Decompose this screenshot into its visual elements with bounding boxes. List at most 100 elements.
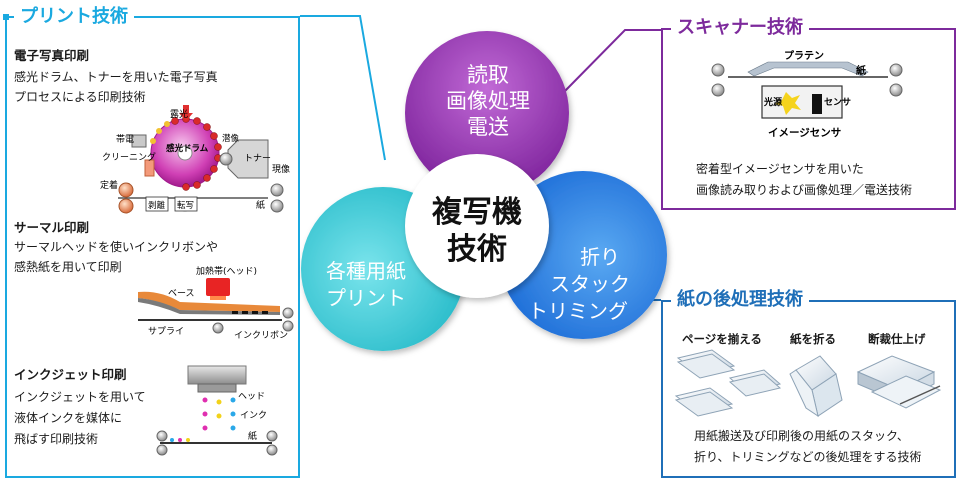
inkjet-roller-2-icon (156, 444, 168, 456)
label-light: 光源 (763, 96, 782, 108)
thermal-illustration (138, 278, 294, 334)
electro-feed-roller-1-icon (270, 183, 284, 197)
inkjet-illustration (156, 365, 278, 456)
thermal-desc-1: サーマルヘッドを使いインクリボンや (14, 240, 219, 254)
read-label-2: 画像処理 (446, 89, 530, 113)
scanner-desc-1: 密着型イメージセンサを用いた (696, 162, 864, 176)
paper-label-2: プリント (326, 286, 406, 310)
platen-glass (747, 61, 869, 77)
thermal-roller-3-icon (212, 322, 224, 334)
develop-roller-icon (219, 152, 233, 166)
label-sensor: センサ (824, 97, 851, 108)
exposure-arrow-icon (179, 105, 193, 121)
drum-charge-dots (150, 121, 170, 144)
paper-label-1: 各種用紙 (326, 259, 406, 283)
center-title-2: 技術 (447, 232, 507, 267)
label-charge: 帯電 (116, 133, 134, 145)
electro-illustration (118, 105, 284, 214)
label-inkjet-paper: 紙 (248, 430, 257, 442)
scanner-roller-3-icon (889, 63, 903, 77)
inkjet-roller-3-icon (266, 430, 278, 442)
align-pages-icon (674, 349, 782, 417)
label-head: ヘッド (238, 392, 265, 402)
scanner-illustration (711, 61, 903, 119)
peel-label-box (145, 196, 169, 212)
label-platen: プラテン (784, 49, 824, 62)
inkjet-roller-4-icon (266, 444, 278, 456)
heater-head-glow (210, 296, 226, 300)
post-title: 紙の後処理技術 (671, 291, 809, 309)
cleaning-blade-icon (144, 159, 155, 177)
scanner-title: スキャナー技術 (671, 19, 809, 37)
heater-head-icon (206, 278, 230, 296)
center-title-1: 複写機 (432, 195, 522, 230)
inkjet-head-icon (187, 365, 247, 385)
scanner-desc-2: 画像読み取りおよび画像処理／電送技術 (696, 183, 913, 197)
electro-desc-1: 感光ドラム、トナーを用いた電子写真 (14, 70, 218, 84)
inkjet-heading: インクジェット印刷 (14, 367, 127, 382)
label-cleaning: クリーニング (102, 151, 156, 163)
fold-label-1: 折り (580, 245, 620, 269)
scan-sensor-housing (761, 85, 843, 119)
scanner-roller-2-icon (711, 83, 725, 97)
inkjet-desc-1: インクジェットを用いて (14, 390, 146, 404)
label-scanner-paper: 紙 (856, 64, 866, 77)
charger-icon (131, 134, 147, 148)
post-desc-2: 折り、トリミングなどの後処理をする技術 (694, 450, 922, 464)
inkjet-desc-2: 液体インクを媒体に (14, 411, 123, 425)
fold-label-3: トリミング (528, 299, 628, 323)
light-burst-icon (775, 92, 801, 115)
print-tech-title: プリント技術 (14, 8, 134, 26)
inkjet-desc-3: 飛ばす印刷技術 (14, 432, 99, 446)
print-tech-tick (3, 14, 9, 20)
ribbon-film-icon (138, 298, 280, 315)
label-develop-top: 潜像 (222, 133, 240, 144)
thermal-ink-dots (232, 311, 268, 314)
fix-roller-bottom-icon (118, 198, 134, 214)
read-label-3: 電送 (467, 115, 509, 139)
ribbon-base-icon (138, 291, 280, 312)
connector-print (300, 15, 386, 161)
inkjet-printed-dots (170, 438, 190, 442)
center-hub (405, 154, 549, 298)
post-illustrations (674, 349, 942, 418)
toner-box-icon (227, 139, 269, 179)
thermal-desc-2: 感熱紙を用いて印刷 (14, 260, 122, 274)
label-base: ベース (168, 289, 195, 299)
scanner-roller-4-icon (889, 83, 903, 97)
transfer-label-box (174, 196, 198, 212)
ring-read (405, 31, 569, 195)
fix-roller-top-icon (118, 182, 134, 198)
electro-feed-roller-2-icon (270, 199, 284, 213)
sensor-block-icon (812, 94, 822, 114)
label-image-sensor: イメージセンサ (768, 127, 841, 139)
label-toner: トナー (244, 153, 271, 164)
label-fix: 定着 (100, 179, 118, 191)
inkjet-roller-1-icon (156, 430, 168, 442)
inkjet-nozzle-icon (197, 383, 237, 393)
label-develop: 現像 (272, 163, 290, 175)
label-supply: サプライ (148, 326, 184, 337)
label-heater: 加熱帯(ヘッド) (196, 265, 257, 277)
post-item-fold: 紙を折る (790, 332, 836, 346)
thermal-heading: サーマル印刷 (14, 220, 90, 235)
scanner-roller-1-icon (711, 63, 725, 77)
thermal-roller-1-icon (282, 307, 294, 319)
thermal-roller-2-icon (282, 320, 294, 332)
read-label-1: 読取 (467, 63, 509, 87)
post-item-trim: 断裁仕上げ (868, 332, 926, 346)
fold-label-2: スタック (550, 272, 630, 296)
post-desc-1: 用紙搬送及び印刷後の用紙のスタック、 (694, 429, 909, 443)
label-peel: 剥離 (148, 200, 166, 211)
label-ribbon: インクリボン (234, 330, 288, 341)
electro-heading: 電子写真印刷 (14, 48, 90, 63)
label-ink: インク (240, 410, 267, 421)
label-exposure: 露光 (170, 108, 188, 120)
connector-scanner (562, 29, 661, 94)
post-item-align: ページを揃える (682, 332, 762, 346)
label-transfer: 転写 (177, 201, 194, 211)
label-drum: 感光ドラム (166, 143, 209, 154)
trim-finish-icon (856, 355, 942, 409)
drum-toner-dots (171, 115, 222, 191)
fold-paper-icon (789, 355, 843, 418)
